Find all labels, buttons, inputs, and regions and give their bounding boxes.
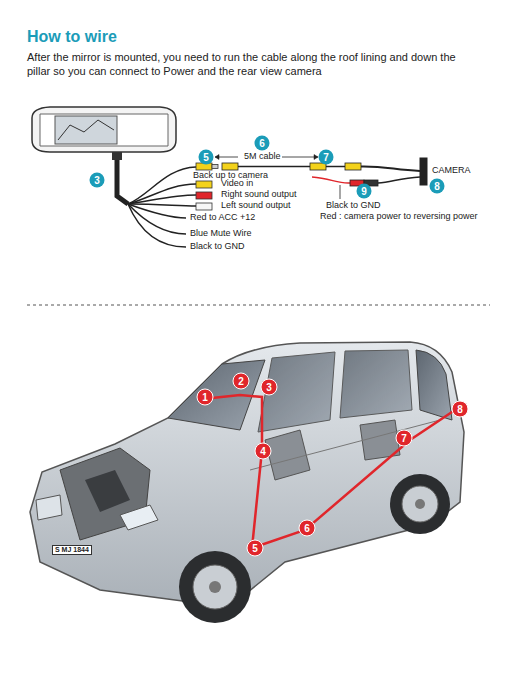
car-illustration xyxy=(30,342,464,623)
camera-label: CAMERA xyxy=(432,166,471,176)
callout-number: 7 xyxy=(319,150,334,165)
license-plate: S MJ 1844 xyxy=(52,545,92,555)
callout-number: 8 xyxy=(430,179,445,194)
cable-length: 5M cable xyxy=(244,152,281,162)
callout-number: 3 xyxy=(261,379,278,396)
mirror-cable xyxy=(117,160,196,247)
callout-number: 4 xyxy=(255,443,272,460)
wire-label: Black to GND xyxy=(326,201,381,211)
callout-number: 5 xyxy=(199,150,214,165)
wire-label: Right sound output xyxy=(221,190,297,200)
callout-number: 6 xyxy=(255,136,270,151)
wire-label: Left sound output xyxy=(221,201,291,211)
wire-label: Video in xyxy=(221,179,253,189)
cable-route xyxy=(212,395,455,548)
wire-label: Red to ACC +12 xyxy=(190,213,255,223)
wire-label: Blue Mute Wire xyxy=(190,229,252,239)
callout-number: 5 xyxy=(247,540,264,557)
callout-number: 1 xyxy=(197,389,214,406)
separator xyxy=(27,305,490,306)
callout-number: 7 xyxy=(396,430,413,447)
callout-number: 6 xyxy=(299,520,316,537)
instruction-text: After the mirror is mounted, you need to… xyxy=(27,50,477,79)
callout-number: 2 xyxy=(233,373,250,390)
callout-number: 8 xyxy=(452,401,469,418)
wire-label: Red : camera power to reversing power xyxy=(320,212,478,222)
page-title: How to wire xyxy=(27,28,117,46)
wire-label: Black to GND xyxy=(190,242,245,252)
rear-view-mirror xyxy=(32,107,176,160)
callout-number: 9 xyxy=(357,184,372,199)
callout-number: 3 xyxy=(90,173,105,188)
